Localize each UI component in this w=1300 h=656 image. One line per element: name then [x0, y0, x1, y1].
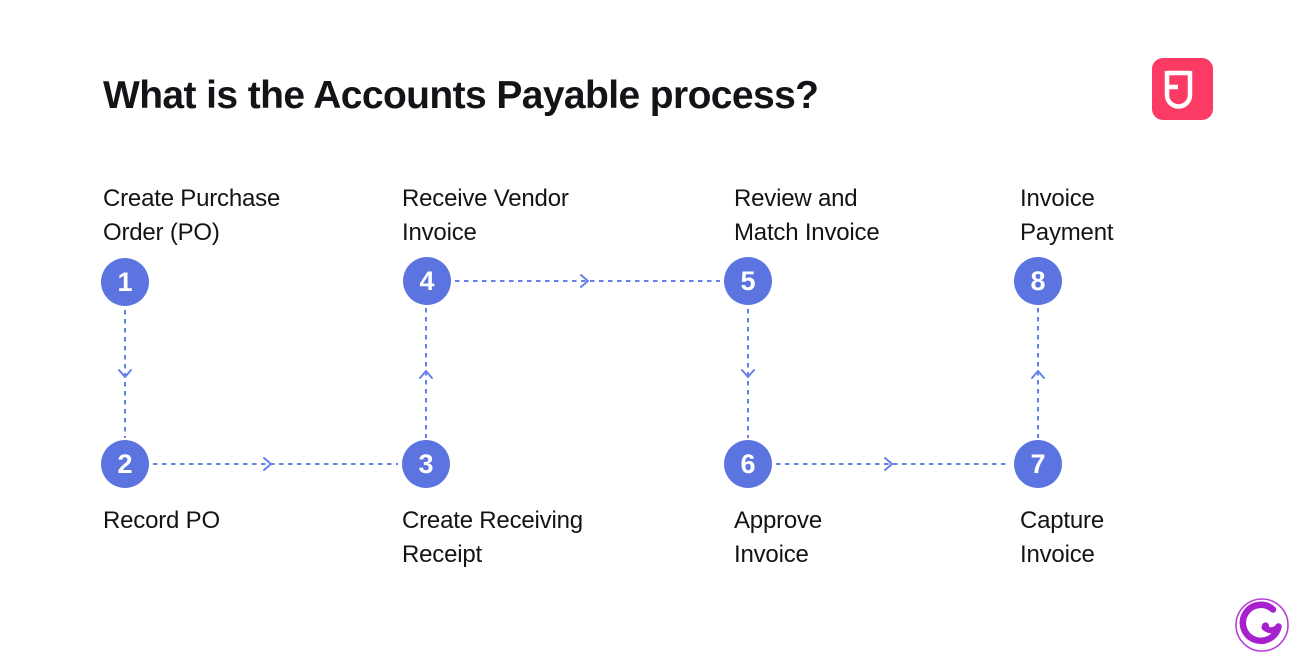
step-8-circle: 8: [1014, 257, 1062, 305]
step-3-label: Create Receiving Receipt: [402, 507, 583, 568]
step-8-label: Invoice Payment: [1020, 185, 1114, 246]
g-monogram-icon: [1235, 598, 1289, 652]
step-4-circle: 4: [403, 257, 451, 305]
page-title: What is the Accounts Payable process?: [103, 74, 819, 117]
step-5-label: Review and Match Invoice: [734, 185, 880, 246]
step-2-circle: 2: [101, 440, 149, 488]
g-monogram-logo: [1232, 595, 1292, 655]
step-1-circle: 1: [101, 258, 149, 306]
arrow-right-icon: [580, 274, 589, 288]
step-3-circle: 3: [402, 440, 450, 488]
step-4-label: Receive Vendor Invoice: [402, 185, 569, 246]
step-7-circle: 7: [1014, 440, 1062, 488]
step-7-label: Capture Invoice: [1020, 507, 1104, 568]
arrow-right-icon: [884, 457, 893, 471]
arrow-down-icon: [118, 369, 132, 378]
arrow-up-icon: [1031, 370, 1045, 379]
fj-logo-icon: [1164, 70, 1193, 109]
arrow-right-icon: [263, 457, 272, 471]
step-2-label: Record PO: [103, 507, 220, 534]
step-5-circle: 5: [724, 257, 772, 305]
founderjar-logo: [1152, 58, 1213, 120]
step-6-circle: 6: [724, 440, 772, 488]
arrow-down-icon: [741, 369, 755, 378]
step-6-label: Approve Invoice: [734, 507, 822, 568]
arrow-up-icon: [419, 370, 433, 379]
step-1-label: Create Purchase Order (PO): [103, 185, 281, 246]
